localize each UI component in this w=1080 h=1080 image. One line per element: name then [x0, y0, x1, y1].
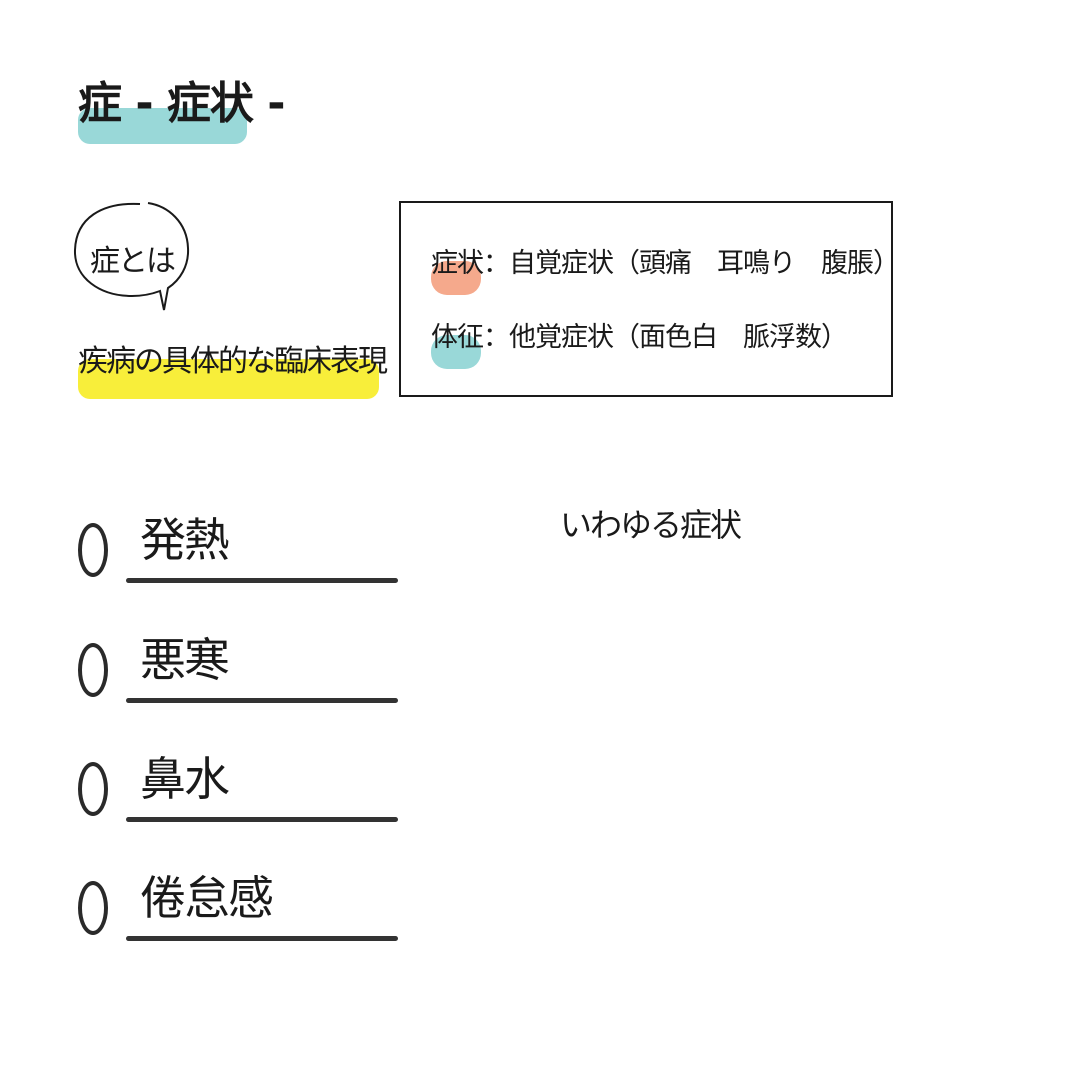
term-sign-highlight [431, 335, 481, 369]
term-sign-label: 体征 [431, 322, 484, 353]
list-item: 倦怠感 [78, 863, 398, 953]
circle-bullet-icon [78, 762, 108, 816]
bubble-text: 症とは [90, 244, 176, 279]
definition-highlight [78, 359, 379, 399]
term-sign: 体征 [431, 315, 484, 369]
circle-bullet-icon [78, 643, 108, 697]
list-item: 悪寒 [78, 625, 398, 715]
box-row-symptom-text: ：自覚症状（頭痛 耳鳴り 腹脹） [483, 248, 900, 279]
title-highlight [78, 108, 247, 144]
circle-bullet-icon [78, 523, 108, 577]
definition-group: 疾病の具体的な臨床表現 [78, 336, 388, 399]
list-item: 発熱 [78, 505, 398, 595]
note-text: いわゆる症状 [560, 506, 742, 544]
box-row-sign: 体征 ：他覚症状（面色白 脈浮数） [431, 315, 848, 369]
term-symptom: 症状 [431, 241, 484, 295]
box-row-symptom: 症状 ：自覚症状（頭痛 耳鳴り 腹脹） [431, 241, 900, 295]
page-title-group: 症 - 症状 - [78, 74, 285, 144]
list-item-label: 悪寒 [140, 633, 230, 687]
list-item-underline [126, 817, 398, 822]
list-item: 鼻水 [78, 744, 398, 834]
list-item-underline [126, 578, 398, 583]
circle-bullet-icon [78, 881, 108, 935]
list-item-underline [126, 936, 398, 941]
list-item-label: 発熱 [140, 513, 230, 567]
box-row-sign-text: ：他覚症状（面色白 脈浮数） [483, 322, 848, 353]
page-title: 症 - 症状 - [78, 78, 285, 129]
list-item-label: 鼻水 [140, 752, 230, 806]
symptom-definition-box: 症状 ：自覚症状（頭痛 耳鳴り 腹脹） 体征 ：他覚症状（面色白 脈浮数） [399, 201, 900, 397]
term-symptom-highlight [431, 261, 481, 295]
term-symptom-label: 症状 [431, 248, 484, 279]
speech-bubble-icon [73, 202, 190, 311]
list-item-underline [126, 698, 398, 703]
definition-text: 疾病の具体的な臨床表現 [78, 344, 388, 379]
list-item-label: 倦怠感 [140, 871, 274, 925]
